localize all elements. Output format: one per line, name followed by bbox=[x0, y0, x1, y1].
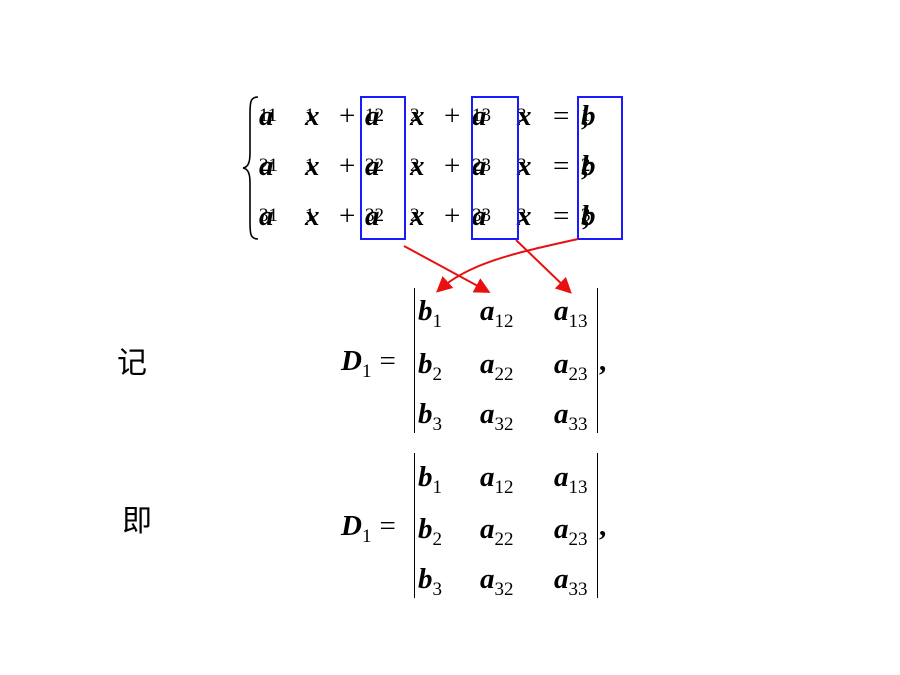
det-1-cell: a32 bbox=[480, 398, 514, 435]
det-2-name: D1 = bbox=[341, 510, 396, 547]
det-1-cell: a13 bbox=[554, 295, 588, 332]
det-1-cell: b1 bbox=[418, 295, 442, 332]
highlight-box-rhs bbox=[577, 96, 623, 240]
arrow-column-3 bbox=[515, 239, 572, 294]
det-2-cell: a13 bbox=[554, 461, 588, 498]
det-2-left-bar bbox=[414, 453, 415, 598]
det-2-trailing-comma: , bbox=[599, 510, 607, 542]
highlight-box-column-2 bbox=[360, 96, 406, 240]
coef: a bbox=[259, 100, 274, 132]
left-brace bbox=[242, 96, 259, 240]
det-2-cell: b1 bbox=[418, 461, 442, 498]
label-note: 记 bbox=[117, 346, 147, 381]
det-1-name: D1 = bbox=[341, 345, 396, 382]
arrow-column-2 bbox=[403, 245, 491, 293]
det-1-cell: a22 bbox=[480, 348, 514, 385]
det-2-cell: a32 bbox=[480, 563, 514, 600]
det-1-cell: a33 bbox=[554, 398, 588, 435]
det-2-cell: a12 bbox=[480, 461, 514, 498]
highlight-box-column-3 bbox=[471, 96, 519, 240]
det-2-cell: b2 bbox=[418, 513, 442, 550]
det-1-cell: b2 bbox=[418, 348, 442, 385]
det-2-cell: a33 bbox=[554, 563, 588, 600]
det-2-cell: b3 bbox=[418, 563, 442, 600]
arrow-rhs bbox=[436, 238, 579, 293]
det-1-left-bar bbox=[414, 288, 415, 433]
det-1-cell: b3 bbox=[418, 398, 442, 435]
det-1-cell: a23 bbox=[554, 348, 588, 385]
det-2-right-bar bbox=[597, 453, 598, 598]
label-that-is: 即 bbox=[122, 504, 152, 539]
det-1-cell: a12 bbox=[480, 295, 514, 332]
det-2-cell: a23 bbox=[554, 513, 588, 550]
det-2-cell: a22 bbox=[480, 513, 514, 550]
det-1-right-bar bbox=[597, 288, 598, 433]
det-1-trailing-comma: , bbox=[599, 345, 607, 377]
